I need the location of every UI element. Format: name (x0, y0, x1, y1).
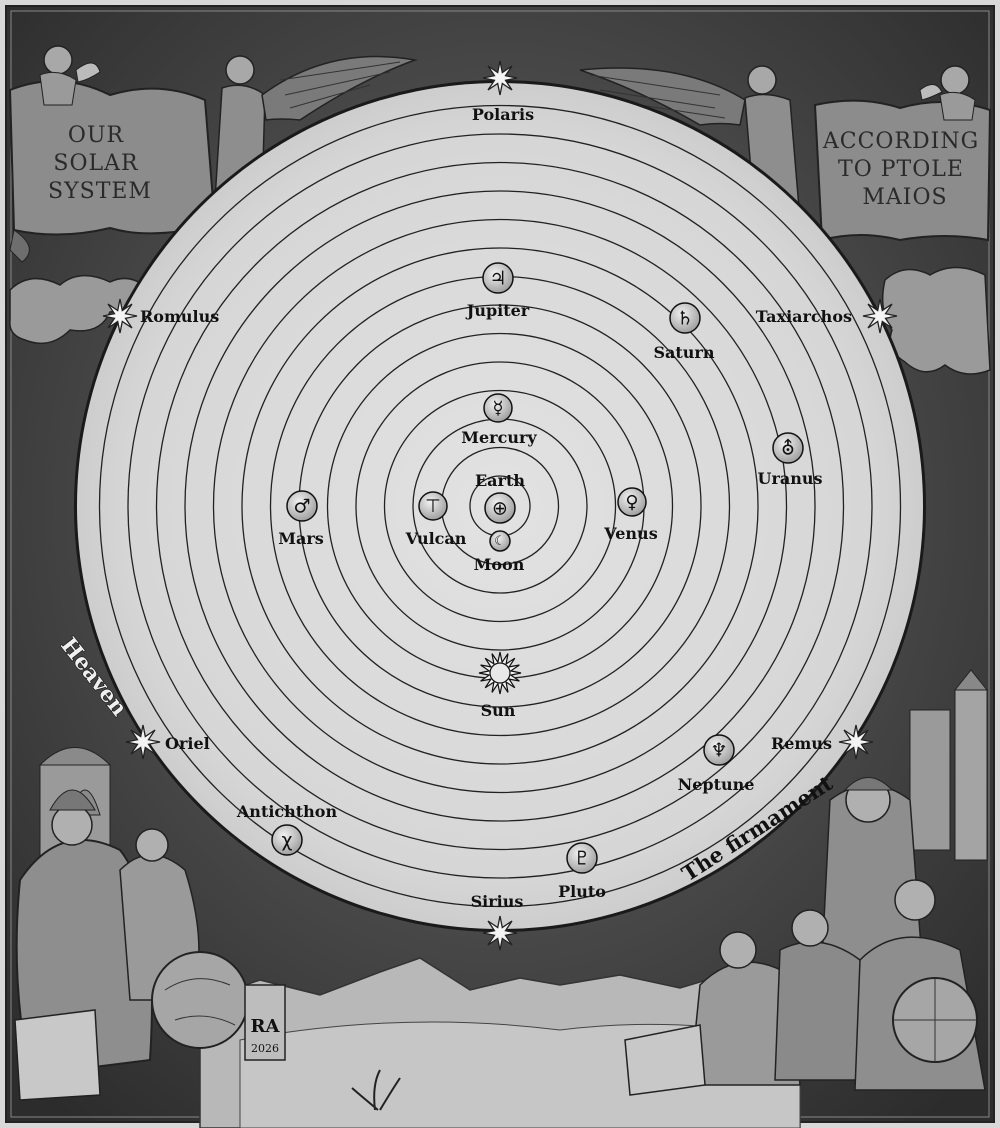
planet-label-venus: Venus (603, 524, 657, 543)
vulcan-symbol-icon (418, 491, 448, 521)
planet-saturn: ♄ Saturn (653, 302, 715, 362)
sun-symbol-icon (478, 651, 522, 695)
star-icon (125, 724, 161, 760)
planet-sun: Sun (478, 651, 522, 720)
planet-label-mars: Mars (278, 529, 324, 548)
heaven-label: Heaven (55, 633, 132, 721)
star-icon (102, 298, 138, 334)
orbit-ring (241, 247, 759, 765)
planet-label-sun: Sun (481, 701, 516, 720)
planet-label-moon: Moon (474, 555, 525, 574)
venus-symbol-icon (617, 487, 647, 517)
neptune-symbol-icon (703, 734, 735, 766)
sun-disc-icon (489, 662, 511, 684)
jupiter-symbol-icon (482, 262, 514, 294)
mercury-symbol-glyph: ☿ (492, 398, 503, 419)
antichthon-symbol-glyph: χ (282, 829, 293, 851)
signature-year: 2026 (251, 1042, 279, 1055)
orbit-ring (383, 389, 617, 623)
star-oriel: Oriel (125, 724, 210, 760)
banner-left-text: OUR SOLAR SYSTEM (48, 123, 152, 204)
planet-jupiter: ♃ Jupiter (465, 262, 530, 320)
planet-label-mercury: Mercury (461, 428, 537, 447)
star-icon (838, 724, 874, 760)
star-sirius: Sirius (471, 892, 524, 951)
star-label-remus: Remus (771, 734, 832, 753)
star-label-sirius: Sirius (471, 892, 524, 911)
moon-symbol-glyph: ☾ (494, 534, 506, 549)
planet-label-saturn: Saturn (653, 343, 714, 362)
pluto-symbol-glyph: ♇ (573, 847, 590, 869)
star-icon (862, 298, 898, 334)
planet-label-jupiter: Jupiter (465, 301, 530, 320)
pluto-symbol-icon (566, 842, 598, 874)
mercury-symbol-icon (483, 393, 513, 423)
planet-label-earth: Earth (475, 471, 525, 490)
star-polaris: Polaris (472, 60, 534, 124)
orbit-ring (98, 104, 902, 908)
planet-label-pluto: Pluto (558, 882, 606, 901)
banner-left-line-3: SYSTEM (48, 179, 152, 204)
banner-right-text: ACCORDING TO PTOLE MAIOS (822, 129, 987, 210)
planet-moon: ☾ Moon (474, 530, 525, 574)
star-romulus: Romulus (102, 298, 219, 334)
star-icon (482, 915, 518, 951)
planet-antichthon: χ Antichthon (236, 802, 338, 856)
planet-label-antichthon: Antichthon (236, 802, 338, 821)
planet-vulcan: ⊤ Vulcan (405, 491, 467, 548)
planet-pluto: ♇ Pluto (558, 842, 606, 901)
venus-symbol-glyph: ♀ (625, 492, 638, 513)
planet-venus: ♀ Venus (603, 487, 658, 543)
mars-symbol-icon (286, 490, 318, 522)
saturn-symbol-glyph: ♄ (676, 307, 693, 329)
star-taxiarchos: Taxiarchos (756, 298, 898, 334)
planet-earth: ⊕ Earth (475, 471, 525, 524)
planet-label-uranus: Uranus (757, 469, 822, 488)
earth-symbol-glyph: ⊕ (492, 497, 508, 519)
neptune-symbol-glyph: ♆ (710, 739, 727, 761)
orbit-ring (184, 190, 816, 822)
star-remus: Remus (771, 724, 874, 760)
banner-right-line-1: ACCORDING (822, 129, 979, 154)
vulcan-symbol-glyph: ⊤ (425, 496, 441, 517)
celestial-bodies: ⊕ Earth ☾ Moon ☿ Mercury ♀ Venus ⊤ Vulcan ♂ Mars ♃ Ju… (236, 262, 823, 901)
jupiter-symbol-glyph: ♃ (489, 267, 506, 289)
right-cloud (881, 266, 991, 375)
right-scholars (624, 669, 989, 1096)
banner-right-line-2: TO PTOLE (838, 157, 964, 182)
left-banner (8, 45, 418, 263)
banner-right-line-3: MAIOS (862, 185, 947, 210)
orbit-ring (127, 133, 873, 879)
star-label-romulus: Romulus (140, 307, 219, 326)
planet-mercury: ☿ Mercury (461, 393, 537, 447)
banner-left-line-2: SOLAR (53, 151, 139, 176)
earth-symbol-icon (484, 492, 516, 524)
left-scholars: RA 2026 (14, 747, 286, 1101)
antichthon-symbol-icon (271, 824, 303, 856)
saturn-symbol-icon (669, 302, 701, 334)
planet-label-neptune: Neptune (678, 775, 755, 794)
planet-mars: ♂ Mars (278, 490, 324, 548)
orbit-ring (155, 161, 845, 851)
banner-left-line-1: OUR (68, 123, 125, 148)
uranus-symbol-glyph: ⛢ (781, 437, 795, 459)
uranus-symbol-icon (772, 432, 804, 464)
star-icon (482, 60, 518, 96)
planet-neptune: ♆ Neptune (678, 734, 755, 794)
star-label-taxiarchos: Taxiarchos (756, 307, 852, 326)
star-label-polaris: Polaris (472, 105, 534, 124)
planet-label-vulcan: Vulcan (405, 529, 467, 548)
moon-symbol-icon (489, 530, 511, 552)
plant-sprout (351, 1069, 401, 1111)
planet-uranus: ⛢ Uranus (757, 432, 823, 488)
mars-symbol-glyph: ♂ (293, 495, 310, 517)
orbit-ring (212, 218, 788, 794)
signature-initials: RA (251, 1016, 281, 1037)
star-label-oriel: Oriel (165, 734, 210, 753)
